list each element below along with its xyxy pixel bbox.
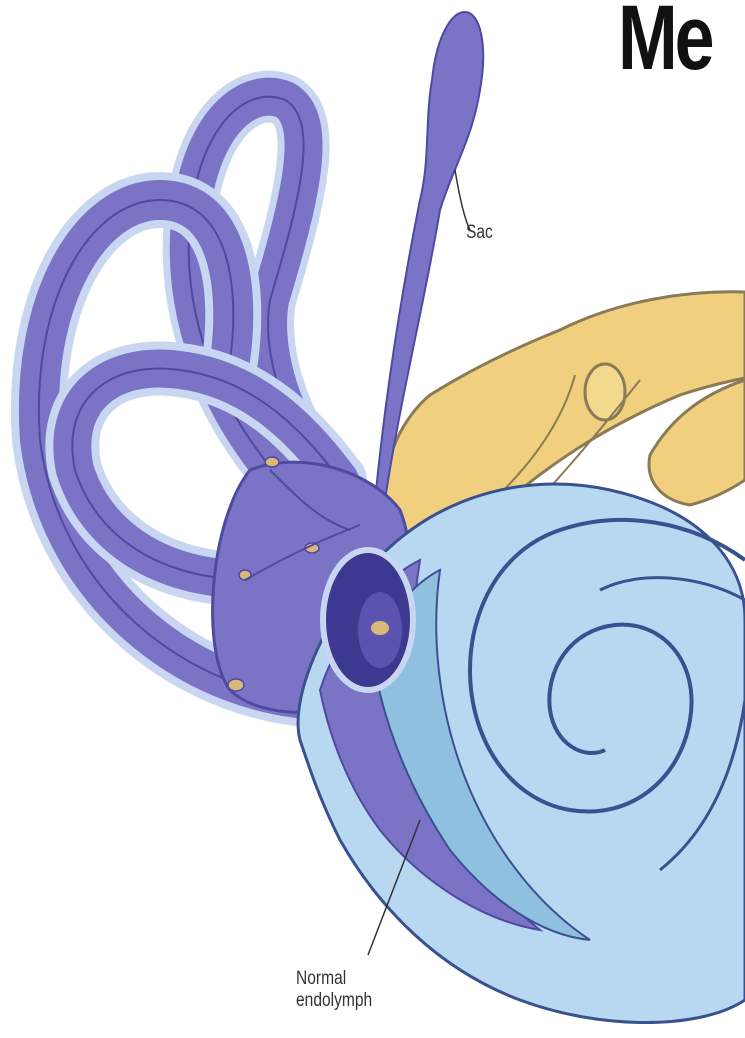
cochlea xyxy=(298,484,745,1023)
normal-endolymph-label: Normal endolymph xyxy=(296,968,372,1012)
page-title: Me xyxy=(618,0,711,91)
sac-label: Sac xyxy=(466,222,493,244)
normal-endolymph-label-line1: Normal xyxy=(296,968,372,990)
normal-endolymph-label-line2: endolymph xyxy=(296,990,372,1012)
